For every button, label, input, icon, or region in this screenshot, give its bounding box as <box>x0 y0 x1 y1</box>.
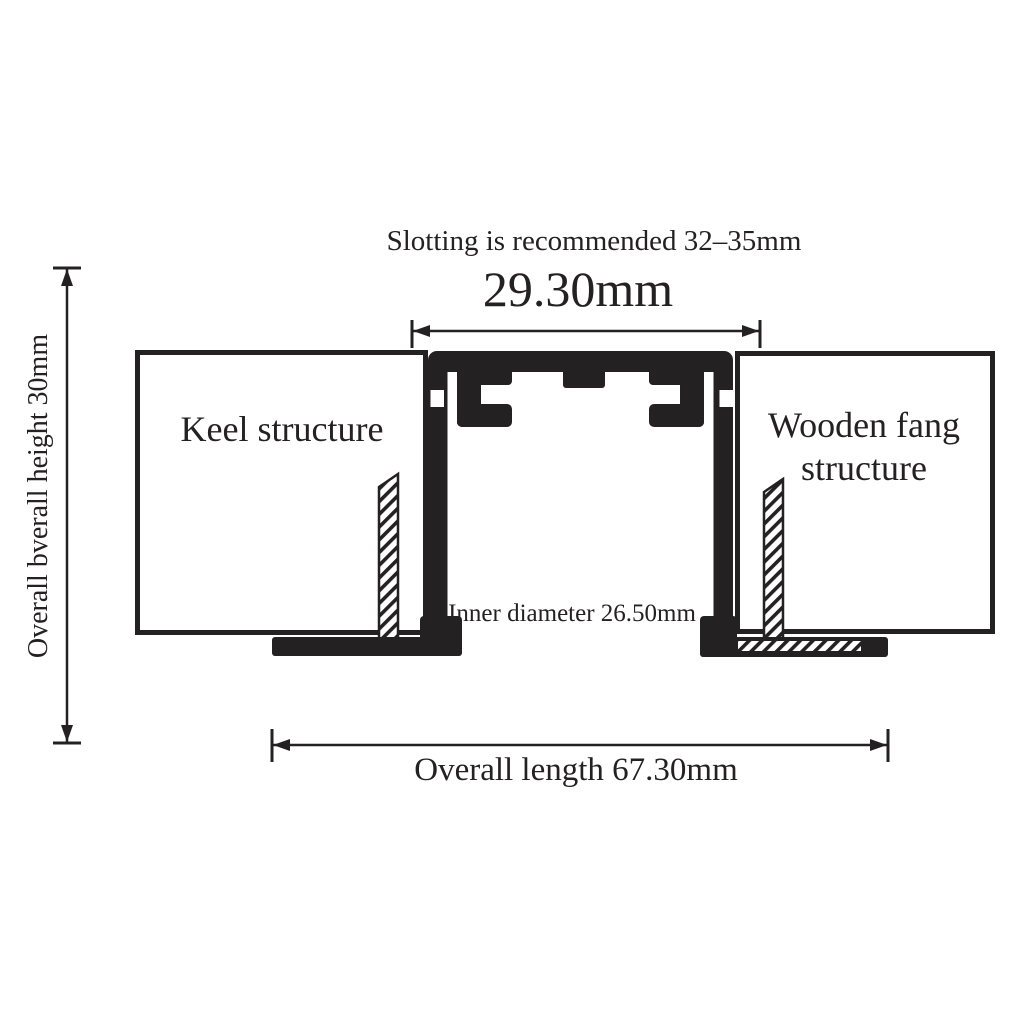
width-dimension-line <box>410 320 762 348</box>
profile-top-bar <box>428 351 733 372</box>
width-dim-left-arrowhead <box>413 325 430 337</box>
profile-left-clip-bottom-arm <box>457 404 512 427</box>
slotting-note-label: Slotting is recommended 32–35mm <box>386 225 802 257</box>
keel-structure-label: Keel structure <box>180 409 384 449</box>
profile-left-clip-top-arm <box>457 368 512 385</box>
profile-center-tab <box>563 368 605 388</box>
profile-wall-notches <box>430 390 733 407</box>
fasteners <box>377 471 785 642</box>
right-screw-hatched <box>762 476 785 642</box>
profile-left-wall <box>428 362 448 638</box>
left-wall-notch <box>430 390 444 407</box>
overall-length-label: Overall length 67.30mm <box>414 752 738 788</box>
overall-height-label: Overall bverall height 30mm <box>23 333 54 659</box>
length-dimension-line <box>270 729 890 762</box>
profile-right-clip-bottom-arm <box>649 404 704 427</box>
aluminum-profile-shape <box>420 351 737 648</box>
profile-right-clip-top-arm <box>649 368 704 385</box>
height-dimension-line <box>53 266 81 745</box>
left-mounting-flange <box>272 637 462 656</box>
length-dim-left-arrowhead <box>273 739 290 751</box>
length-dim-right-arrowhead <box>870 739 887 751</box>
wooden-fang-structure-label: Wooden fang structure <box>767 405 961 489</box>
width-dimension-value: 29.30mm <box>482 261 674 317</box>
right-wall-notch <box>719 390 733 407</box>
inner-diameter-label: Inner diameter 26.50mm <box>448 600 696 627</box>
height-dim-top-arrowhead <box>61 269 73 286</box>
keel-structure-box <box>135 350 428 635</box>
left-screw-hatched <box>377 471 400 642</box>
height-dim-bottom-arrowhead <box>61 725 73 742</box>
structure-boxes <box>135 350 995 635</box>
right-flange-hatched-insert <box>736 639 863 653</box>
width-dim-right-arrowhead <box>742 325 759 337</box>
profile-right-wall <box>713 362 733 638</box>
